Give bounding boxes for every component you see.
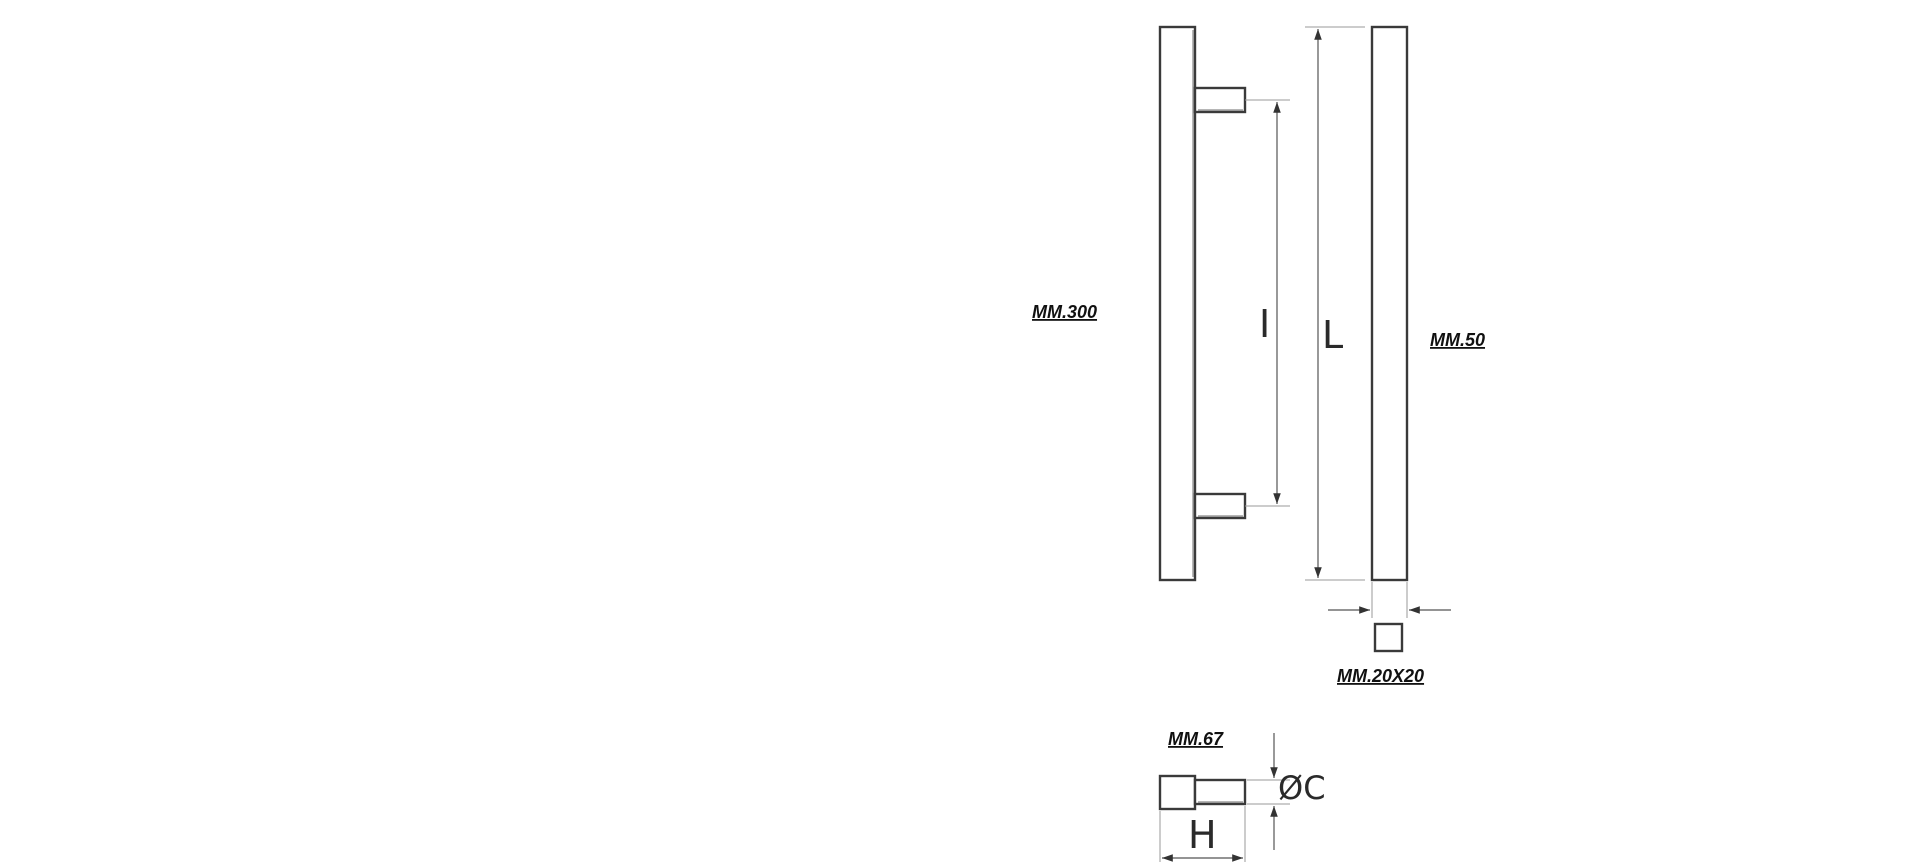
section-width-dimension [1328,582,1451,653]
height-measurement-label: MM.50 [1430,330,1485,350]
height-symbol: H [1188,813,1217,857]
standoff-top [1193,86,1247,114]
dimension-l: L [1305,26,1365,581]
standoff-base [1158,774,1197,811]
dimension-i: I [1245,99,1290,507]
handle-front-view [1370,25,1409,582]
handle-side-view [1158,25,1247,582]
standoff-bottom [1193,492,1247,520]
diameter-symbol: ØC [1278,769,1326,807]
standoff-detail: H ØC [1158,733,1326,862]
standoff-pin [1193,778,1247,806]
section-measurement-label: MM.20X20 [1337,666,1424,686]
length-measurement-label: MM.67 [1168,729,1224,749]
square-section-icon [1373,622,1404,653]
spacing-measurement-label: MM.300 [1032,302,1097,322]
handle-bar-side [1158,25,1197,582]
length-symbol: L [1322,313,1343,357]
spacing-symbol: I [1259,302,1270,346]
handle-bar-front [1370,25,1409,582]
